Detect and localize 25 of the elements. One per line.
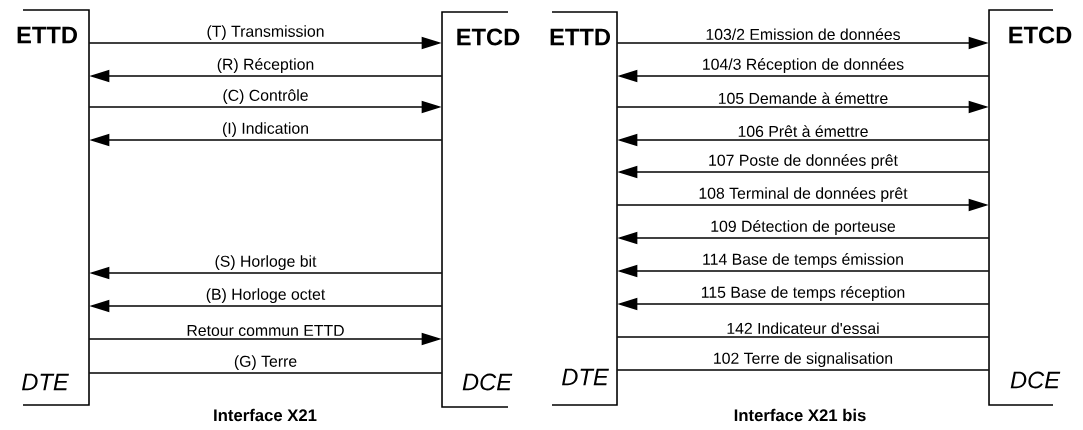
- edge-label: (R) Réception: [214, 56, 317, 75]
- interface-bracket: ETTD DTE: [550, 11, 618, 406]
- edge-label: (S) Horloge bit: [212, 253, 319, 272]
- edge-label: (T) Transmission: [204, 23, 327, 42]
- edge-label: (G) Terre: [232, 353, 299, 372]
- interface-bracket: ETCD DCE: [441, 11, 520, 408]
- edge-label: 115 Base de temps réception: [698, 284, 908, 303]
- interface-bracket: ETCD DCE: [988, 9, 1072, 406]
- edge-label: 142 Indicateur d'essai: [724, 320, 882, 336]
- edge-label: 106 Prêt à émettre: [735, 123, 871, 139]
- edge-label: (I) Indication: [220, 120, 311, 139]
- edge-label: 109 Détection de porteuse: [708, 218, 898, 237]
- edge-label: 107 Poste de données prêt: [706, 152, 900, 171]
- edge-label: (B) Horloge octet: [203, 286, 328, 305]
- edge-label: Retour commun ETTD: [184, 323, 347, 338]
- edge-label: 108 Terminal de données prêt: [696, 185, 910, 204]
- caption: Interface X21 bis: [734, 408, 866, 422]
- edge-label: 105 Demande à émettre: [716, 90, 891, 106]
- caption: Interface X21: [214, 408, 317, 422]
- edge-label: 104/3 Réception de données: [700, 56, 906, 75]
- edge-label: 103/2 Emission de données: [703, 26, 903, 42]
- interface-bracket: ETTD DTE: [17, 9, 90, 406]
- edge-label: 102 Terre de signalisation: [711, 350, 895, 369]
- edge-label: (C) Contrôle: [220, 87, 311, 106]
- edge-label: 114 Base de temps émission: [700, 251, 906, 270]
